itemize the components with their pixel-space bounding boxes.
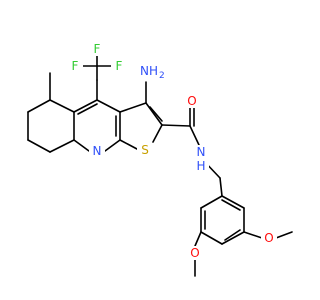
methoxy-oxygen-3-label: O bbox=[190, 246, 199, 260]
thiophene-sulfur-label: S bbox=[141, 143, 149, 157]
fluorine-left-label: F bbox=[72, 59, 79, 73]
pyridine-nitrogen-label: N bbox=[93, 144, 102, 158]
fluorine-right-label: F bbox=[116, 59, 123, 73]
molecule-structure: F F F NH 2 N S O N H O O bbox=[27, 42, 293, 277]
carbonyl-oxygen-label: O bbox=[187, 94, 196, 108]
amide-hydrogen-label: H bbox=[196, 159, 205, 173]
amino-subscript-label: 2 bbox=[159, 71, 165, 81]
molecule-diagram: F F F NH 2 N S O N H O O bbox=[27, 42, 293, 277]
atom-labels: F F F NH 2 N S O N H O O bbox=[67, 42, 277, 260]
bonds bbox=[27, 48, 293, 277]
fluorine-top-label: F bbox=[94, 42, 101, 56]
amide-nitrogen-label: N bbox=[197, 145, 206, 159]
amino-group-label: NH bbox=[140, 64, 158, 78]
methoxy-oxygen-4-label: O bbox=[264, 231, 273, 245]
